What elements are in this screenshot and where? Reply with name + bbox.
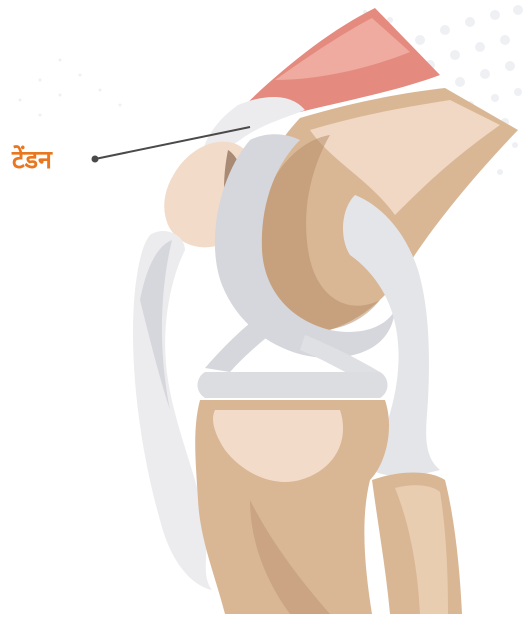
meniscus: [198, 372, 388, 398]
tendon-leader-dot: [92, 156, 99, 163]
tendon-label: टेंडन: [12, 142, 52, 176]
